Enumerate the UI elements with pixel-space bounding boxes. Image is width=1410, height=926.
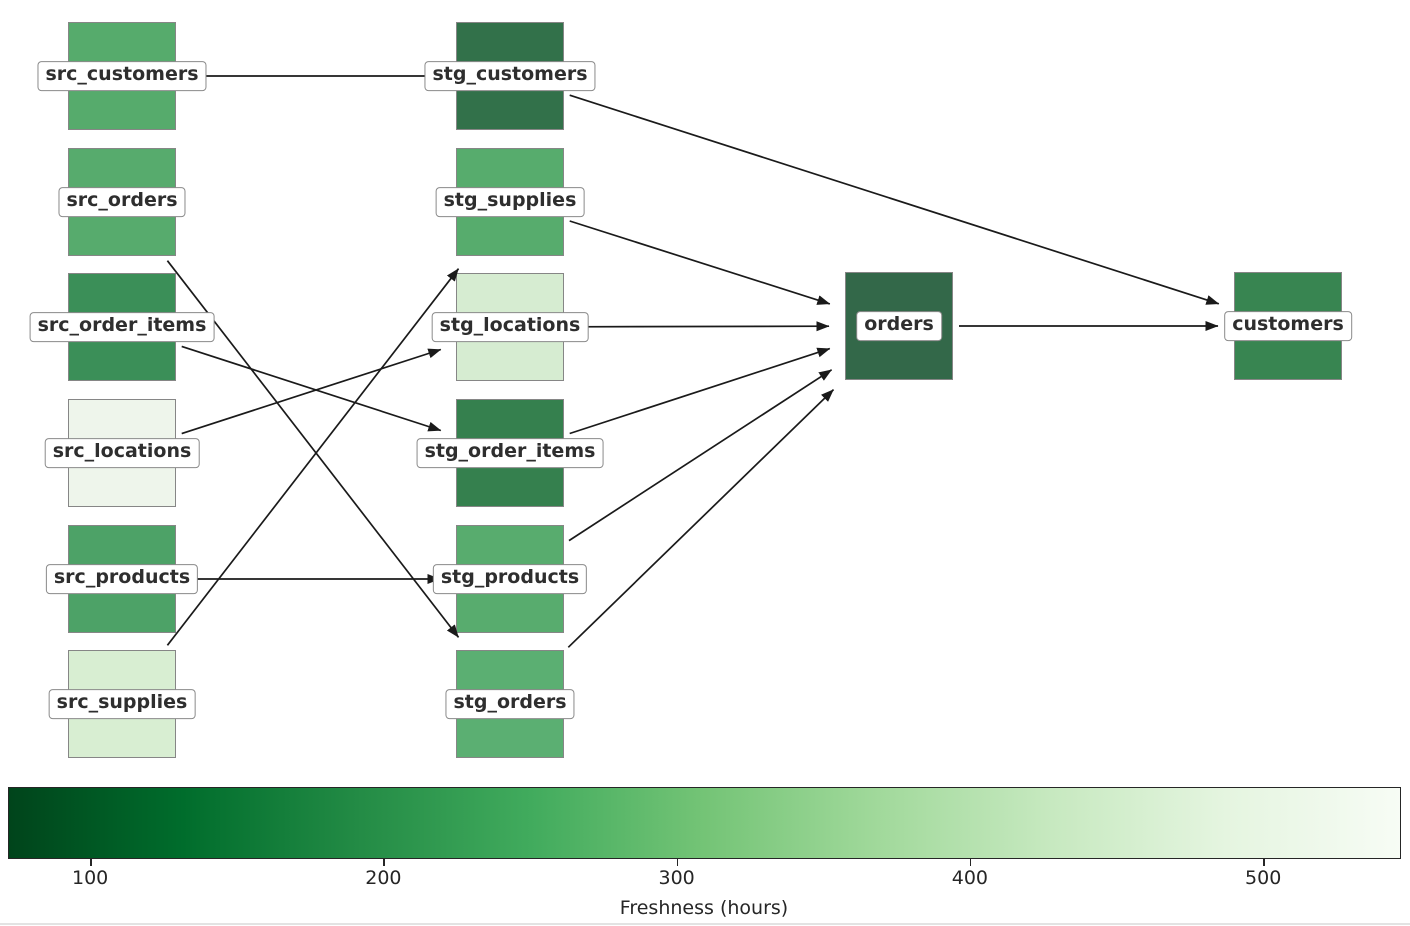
node-label-src_products: src_products — [45, 564, 199, 594]
colorbar-tick-label-400: 400 — [951, 867, 989, 889]
colorbar-gradient — [8, 787, 1401, 859]
node-label-stg_order_items: stg_order_items — [416, 438, 604, 468]
node-label-src_order_items: src_order_items — [29, 312, 215, 342]
node-label-stg_products: stg_products — [432, 564, 588, 594]
colorbar-tick-500 — [1263, 859, 1265, 866]
node-label-src_locations: src_locations — [44, 438, 200, 468]
bottom-hairline — [0, 923, 1410, 925]
node-label-stg_customers: stg_customers — [424, 61, 596, 91]
colorbar-tick-label-200: 200 — [365, 867, 402, 889]
colorbar-tick-200 — [383, 859, 385, 866]
colorbar-tick-label-100: 100 — [71, 867, 109, 889]
colorbar-tick-label-300: 300 — [658, 867, 695, 889]
node-label-stg_orders: stg_orders — [445, 689, 575, 719]
colorbar-tick-300 — [676, 859, 679, 866]
colorbar-tick-100 — [90, 859, 92, 866]
colorbar-axis-label: Freshness (hours) — [619, 897, 789, 919]
node-label-orders: orders — [856, 311, 942, 341]
colorbar-tick-label-500: 500 — [1245, 867, 1282, 889]
node-label-customers: customers — [1224, 311, 1352, 341]
node-label-stg_supplies: stg_supplies — [435, 187, 585, 217]
node-label-src_supplies: src_supplies — [48, 689, 196, 719]
node-label-src_orders: src_orders — [58, 187, 186, 217]
node-label-stg_locations: stg_locations — [431, 312, 589, 342]
colorbar-tick-400 — [969, 859, 972, 866]
node-label-src_customers: src_customers — [37, 61, 207, 91]
